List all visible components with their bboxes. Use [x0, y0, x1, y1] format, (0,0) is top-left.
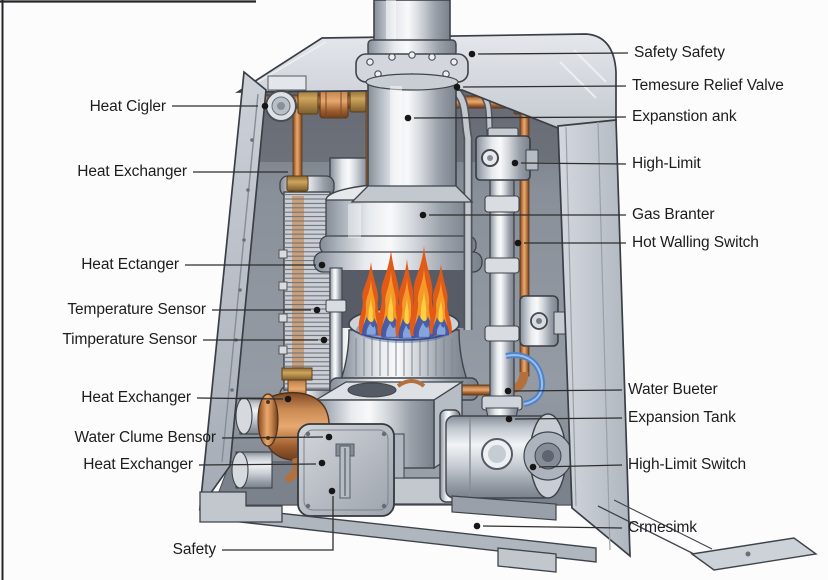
control-box: [297, 423, 405, 517]
label-temperature-sensor: Temperature Sensor: [67, 300, 206, 318]
label-hot-walling-switch: Hot Walling Switch: [632, 233, 759, 251]
supply-pipe-and-valve: [475, 127, 539, 437]
label-safety: Safety: [172, 540, 216, 558]
label-timperature-sensor: Timperature Sensor: [62, 330, 197, 348]
gas-valve-block: [519, 295, 567, 347]
label-water-clume-bensor: Water Clume Bensor: [74, 428, 217, 446]
bronze-valve: [231, 367, 330, 489]
label-expanstion-ank: Expanstion ank: [632, 107, 737, 125]
leader-dots: [261, 50, 537, 530]
label-crmesimk: Crmesimk: [628, 518, 697, 536]
label-gas-branter: Gas Branter: [632, 205, 715, 223]
label-heat-cigler: Heat Cigler: [89, 97, 167, 115]
label-high-limit: High-Limit: [632, 154, 701, 172]
label-high-limit-switch: High-Limit Switch: [628, 455, 747, 473]
leader-temesure-relief-valve: [462, 85, 627, 88]
boiler-base: [199, 491, 818, 573]
casing-right-wall: [557, 119, 631, 558]
flue-pipe-assembly: [350, 0, 474, 203]
label-heat-exchanger-mid: Heat Exchanger: [81, 388, 191, 406]
water-inlet-port: [265, 90, 297, 122]
leader-safety: [222, 496, 334, 551]
burner-flames: [356, 246, 452, 343]
leader-expansion-tank: [514, 417, 623, 420]
leader-water-bueter: [513, 389, 623, 392]
label-temesure-relief-valve: Temesure Relief Valve: [632, 76, 784, 94]
label-heat-exchanger-lower: Heat Exchanger: [83, 455, 193, 473]
label-expansion-tank: Expansion Tank: [628, 408, 736, 426]
leader-lines: [172, 52, 629, 551]
label-heat-ectanger: Heat Ectanger: [81, 255, 179, 273]
leader-high-limit: [520, 162, 627, 165]
leader-safety-safety: [477, 52, 629, 55]
label-water-bueter: Water Bueter: [628, 380, 718, 398]
leader-crmesimk: [482, 525, 623, 529]
blue-hose: [505, 352, 546, 407]
label-heat-exchanger-top: Heat Exchanger: [77, 162, 187, 180]
leader-expanstion-ank: [413, 116, 627, 119]
page-border-lines: [0, 0, 256, 580]
leader-water-clume-bensor: [221, 436, 324, 439]
leader-heat-exchanger-mid: [196, 397, 284, 400]
leader-heat-exchanger-lower: [198, 463, 317, 466]
label-safety-safety: Safety Safety: [634, 43, 725, 61]
circulator-pump: [439, 409, 573, 521]
leader-high-limit-switch: [538, 464, 623, 468]
